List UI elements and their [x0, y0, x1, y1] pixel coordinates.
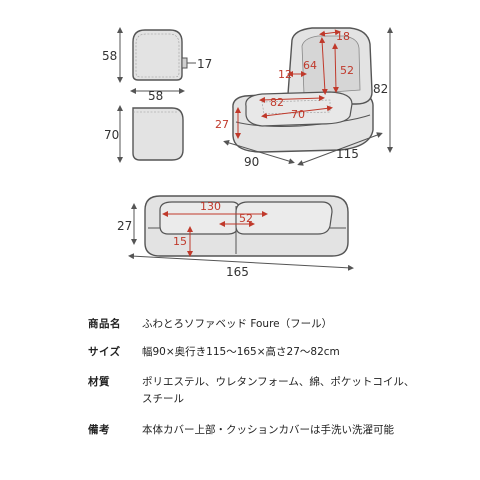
dim-chair-width: 90 — [244, 155, 259, 169]
spec-label-material: 材質 — [88, 376, 110, 388]
spec-row-size: サイズ 幅90×奥行き115〜165×高さ27〜82cm — [88, 344, 458, 374]
product-dimension-diagram: 58 17 58 70 18 64 52 12 82 70 — [102, 27, 393, 279]
flat-red-dimensions: 130 52 15 — [162, 200, 268, 257]
spec-row-material: 材質 ポリエステル、ウレタンフォーム、綿、ポケットコイル、 スチール — [88, 374, 458, 422]
spec-value-size: 幅90×奥行き115〜165×高さ27〜82cm — [142, 346, 340, 358]
dim-chair-seat-width: 82 — [270, 96, 284, 109]
dim-chair-back-height: 64 — [303, 59, 317, 72]
spec-row-note: 備考 本体カバー上部・クッションカバーは手洗い洗濯可能 — [88, 422, 458, 444]
dim-flat-length-inner: 52 — [239, 212, 253, 225]
spec-label-size: サイズ — [88, 346, 121, 358]
dim-flat-total: 165 — [226, 265, 249, 279]
chair-illustration — [232, 27, 374, 153]
chair-red-dimensions: 18 64 52 12 82 70 27 — [215, 29, 354, 139]
dim-flat-cushion: 15 — [173, 235, 187, 248]
spec-value-material-line-1: ポリエステル、ウレタンフォーム、綿、ポケットコイル、 — [142, 376, 415, 388]
dim-chair-seat-height: 27 — [215, 118, 229, 131]
small-cushion-top — [132, 29, 188, 81]
dim-chair-back-inner: 52 — [340, 64, 354, 77]
spec-label-product-name: 商品名 — [88, 318, 121, 330]
dim-small-width: 58 — [148, 89, 163, 103]
dim-chair-arm: 12 — [278, 68, 292, 81]
spec-label-note: 備考 — [88, 424, 110, 436]
dim-chair-length: 115 — [336, 147, 359, 161]
spec-table: 商品名 ふわとろソファベッド Foure（フール） サイズ 幅90×奥行き115… — [88, 316, 458, 444]
spec-value-material: ポリエステル、ウレタンフォーム、綿、ポケットコイル、 スチール — [142, 374, 458, 422]
spec-row-product-name: 商品名 ふわとろソファベッド Foure（フール） — [88, 316, 458, 344]
dim-small-top-height: 58 — [102, 49, 117, 63]
dim-flat-length-outer: 130 — [200, 200, 221, 213]
dim-small-bottom-height: 70 — [104, 128, 119, 142]
dim-flat-height: 27 — [117, 219, 132, 233]
small-cushion-side — [132, 107, 184, 161]
dim-small-top-depth: 17 — [197, 57, 212, 71]
spec-value-material-line-2: スチール — [142, 393, 184, 405]
spec-value-product-name: ふわとろソファベッド Foure（フール） — [142, 318, 333, 330]
dim-chair-seat-depth: 70 — [291, 108, 305, 121]
dim-chair-height: 82 — [373, 82, 388, 96]
spec-value-note: 本体カバー上部・クッションカバーは手洗い洗濯可能 — [142, 424, 394, 436]
dim-chair-top: 18 — [336, 30, 350, 43]
